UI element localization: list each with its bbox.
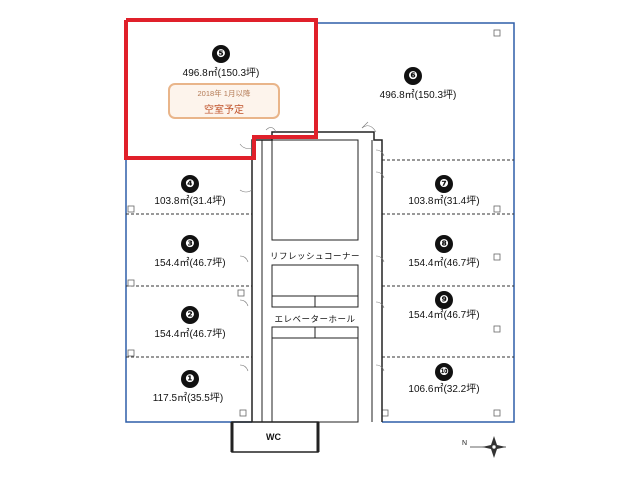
door-swings [239,121,385,372]
compass-icon [470,436,506,458]
vacancy-notice: 2018年 1月以降 空室予定 [168,83,280,119]
compass-north-label: N [462,440,468,447]
outer-wall-left [125,160,252,423]
unit-9-number: ❾ [435,291,453,309]
unit-4-area: 103.8㎡(31.4坪) [154,196,226,207]
unit-5-number: ❺ [212,45,230,63]
unit-9-area: 154.4㎡(46.7坪) [408,310,480,321]
unit-4-number: ❹ [181,175,199,193]
outer-wall [314,22,515,423]
upper-shaft [271,139,359,241]
unit-7-area: 103.8㎡(31.4坪) [408,196,480,207]
refresh-corner-label: リフレッシュコーナー [269,251,361,261]
unit-6-number: ❻ [404,67,422,85]
unit-3-area: 154.4㎡(46.7坪) [154,258,226,269]
vacancy-date: 2018年 1月以降 [197,89,251,98]
unit-8-area: 154.4㎡(46.7坪) [408,258,480,269]
unit-1-number: ❶ [181,370,199,388]
unit-6-area: 496.8㎡(150.3坪) [379,90,457,101]
unit-8-number: ❽ [435,235,453,253]
unit-5-area: 496.8㎡(150.3坪) [182,68,260,79]
unit-7-number: ❼ [435,175,453,193]
unit-3-number: ❸ [181,235,199,253]
lower-shaft [271,326,359,423]
highlight-unit-5 [124,18,318,160]
unit-2-number: ❷ [181,306,199,324]
wc-label: WC [266,432,281,442]
unit-2-area: 154.4㎡(46.7坪) [154,329,226,340]
vacancy-status: 空室予定 [204,105,244,116]
unit-1-area: 117.5㎡(35.5坪) [152,393,224,404]
wall-columns [127,29,501,417]
unit-10-area: 106.6㎡(32.2坪) [408,384,480,395]
unit-10-number: ❿ [435,363,453,381]
elevator-hall-label: エレベーターホール [274,314,356,324]
